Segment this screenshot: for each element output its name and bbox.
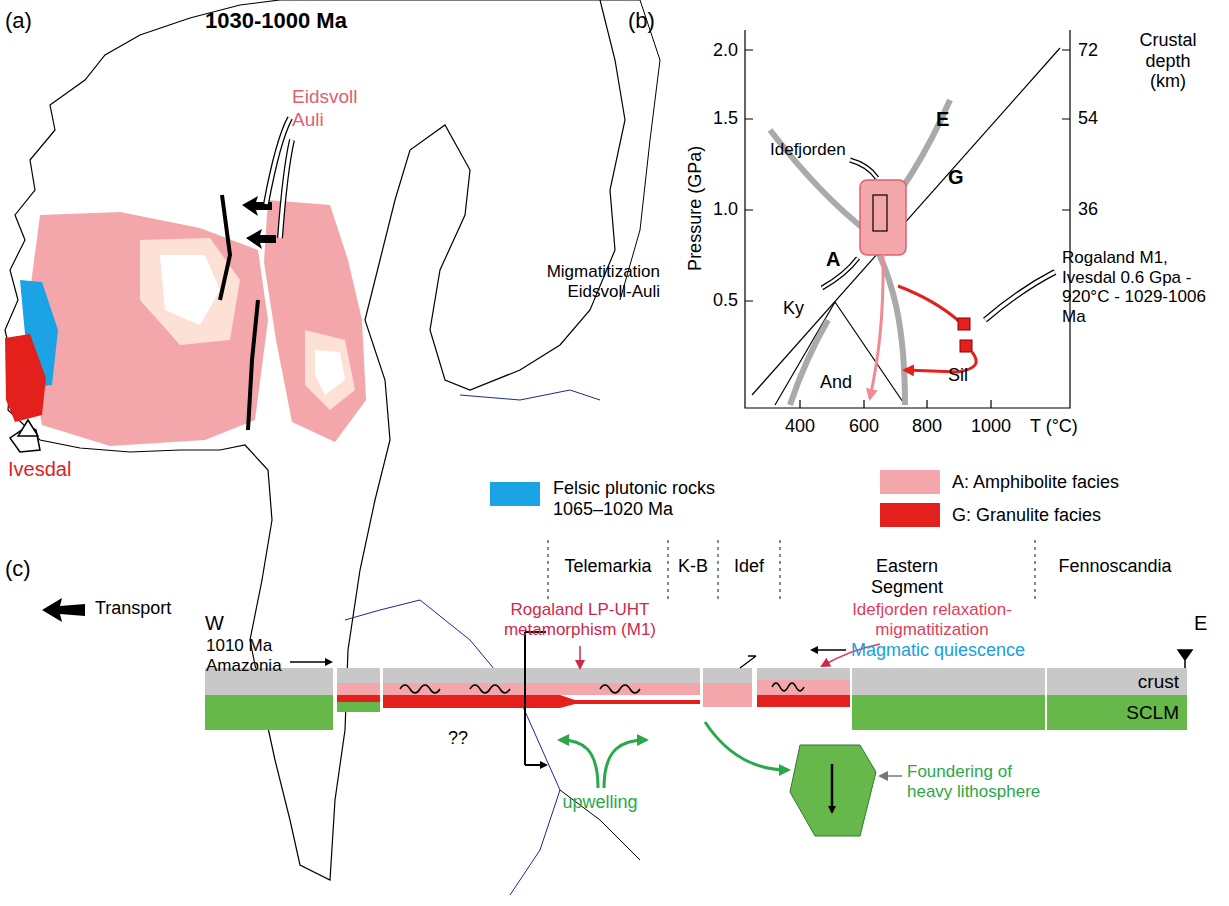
label: (c) [5,556,31,581]
legend-text: A: Amphibolite facies [952,472,1119,493]
transport-icon [42,598,85,622]
legend-text: Felsic plutonic rocks 1065–1020 Ma [553,478,753,519]
label: Eastern Segment [852,556,962,597]
label: 1000 [966,416,1016,437]
legend-swatch [880,470,940,494]
legend-text: Transport [95,598,171,619]
label: 400 [775,416,825,437]
label: A [826,248,840,271]
label: Foundering of heavy lithosphere [907,762,1057,801]
label: upwelling [540,792,660,813]
label: 1.5 [698,108,738,129]
label: Telemarkia [548,556,668,577]
label: Idef [719,556,779,577]
legend-swatch [880,503,940,527]
label: E [936,108,949,131]
label: Migmatitization Eidsvoll-Auli [500,262,660,301]
label: 800 [902,416,952,437]
band-label: crust [1138,671,1179,693]
label: 72 [1078,40,1098,61]
label: 1.0 [698,199,738,220]
label: Idefjorden relaxation-migmatitization [812,600,1052,639]
label: (a) [5,8,32,33]
label: Rogaland LP-UHT metamorphism (M1) [460,600,700,639]
label: E [1194,612,1207,635]
label: Ivesdal [8,458,71,481]
legend-swatch [490,482,540,506]
legend-text: G: Granulite facies [952,505,1101,526]
label: Sil [948,365,968,386]
label: 1030-1000 Ma [205,8,347,33]
label: Auli [292,109,324,131]
label: Crustal depth (km) [1128,30,1208,92]
band-label: SCLM [1126,702,1179,724]
label: Pressure (GPa) [685,123,706,293]
label: Eidsvoll [292,86,357,108]
label: 2.0 [698,40,738,61]
label: Idefjorden [770,140,846,160]
label: G [948,166,964,189]
map [5,0,660,895]
layer-band: SCLM [1047,695,1187,730]
label: Fennoscandia [1045,556,1185,577]
label: K-B [668,556,718,577]
label: (b) [628,8,655,33]
label: Ky [783,298,804,319]
layer-band: crust [1047,668,1187,695]
label: And [820,372,852,393]
label: Rogaland M1, Ivesdal 0.6 Gpa - 920°C - 1… [1062,248,1222,326]
label: T (°C) [1030,416,1078,437]
label: Magmatic quiescence [825,640,1025,661]
label: 0.5 [698,290,738,311]
pt-diagram [745,30,1070,408]
label: W [205,612,224,635]
label: 54 [1078,108,1098,129]
label: 36 [1078,199,1098,220]
cross-section [205,540,1192,836]
label: 1010 Ma Amazonia [206,636,290,675]
label: 600 [839,416,889,437]
label: ?? [448,728,468,749]
